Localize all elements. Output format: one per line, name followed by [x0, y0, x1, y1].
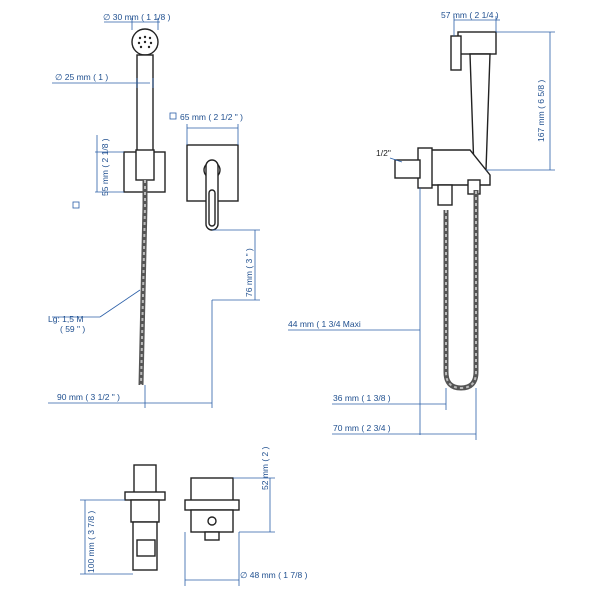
dim-handle-length: 167 mm ( 6 5/8 ): [536, 79, 546, 142]
side-hose: [443, 190, 479, 391]
bottom-dimensions: 100 mm ( 3 7/8 ) 52 mm ( 2 ) ∅ 48 mm ( 1…: [80, 446, 308, 586]
holder-bracket: [135, 149, 155, 181]
hose-length-inch: ( 59 " ): [60, 324, 85, 334]
body-housing: [130, 499, 160, 523]
dim-lever-offset: 76 mm ( 3 " ): [244, 248, 254, 297]
dim-hose-offset: 36 mm ( 1 3/8 ): [333, 393, 391, 403]
hose-connector: [437, 184, 453, 206]
inlet-pipe: [394, 159, 421, 179]
dim-body-depth: 100 mm ( 3 7/8 ): [86, 510, 96, 573]
dim-holder-size: 55 mm ( 2 1/8 ): [100, 138, 110, 196]
dim-center-distance: 90 mm ( 3 1/2 " ): [57, 392, 120, 402]
front-view: [123, 28, 239, 386]
hose-length: Lg: 1,5 M: [48, 314, 83, 324]
dim-handle-diameter: ∅ 25 mm ( 1 ): [55, 72, 108, 82]
dim-head-depth: 57 mm ( 2 1/4 ): [441, 10, 499, 20]
body-flange: [124, 491, 166, 501]
side-dimensions: 57 mm ( 2 1/4 ) 167 mm ( 6 5/8 ) 1/2" 44…: [288, 10, 555, 440]
dim-max-projection: 44 mm ( 1 3/4 Maxi: [288, 319, 361, 329]
body-stem: [133, 464, 157, 496]
dim-total-projection: 70 mm ( 2 3/4 ): [333, 423, 391, 433]
side-head: [457, 31, 497, 55]
dim-cap-diameter: ∅ 48 mm ( 1 7/8 ): [240, 570, 308, 580]
shower-handle: [136, 54, 154, 156]
inlet-size: 1/2": [376, 148, 391, 158]
side-view: [394, 31, 497, 391]
square-symbol: [72, 201, 80, 209]
nozzle-holes: [137, 35, 153, 49]
dim-head-diameter: ∅ 30 mm ( 1 1/8 ): [103, 12, 171, 22]
side-handle: [469, 53, 491, 171]
bottom-views: [124, 464, 240, 571]
dim-cap-height: 52 mm ( 2 ): [260, 446, 270, 490]
front-dimensions: ∅ 30 mm ( 1 1/8 ) ∅ 25 mm ( 1 ) 55 mm ( …: [48, 12, 260, 408]
valve-lever: [205, 159, 219, 231]
dim-plate-size: 65 mm ( 2 1/2 " ): [180, 112, 243, 122]
